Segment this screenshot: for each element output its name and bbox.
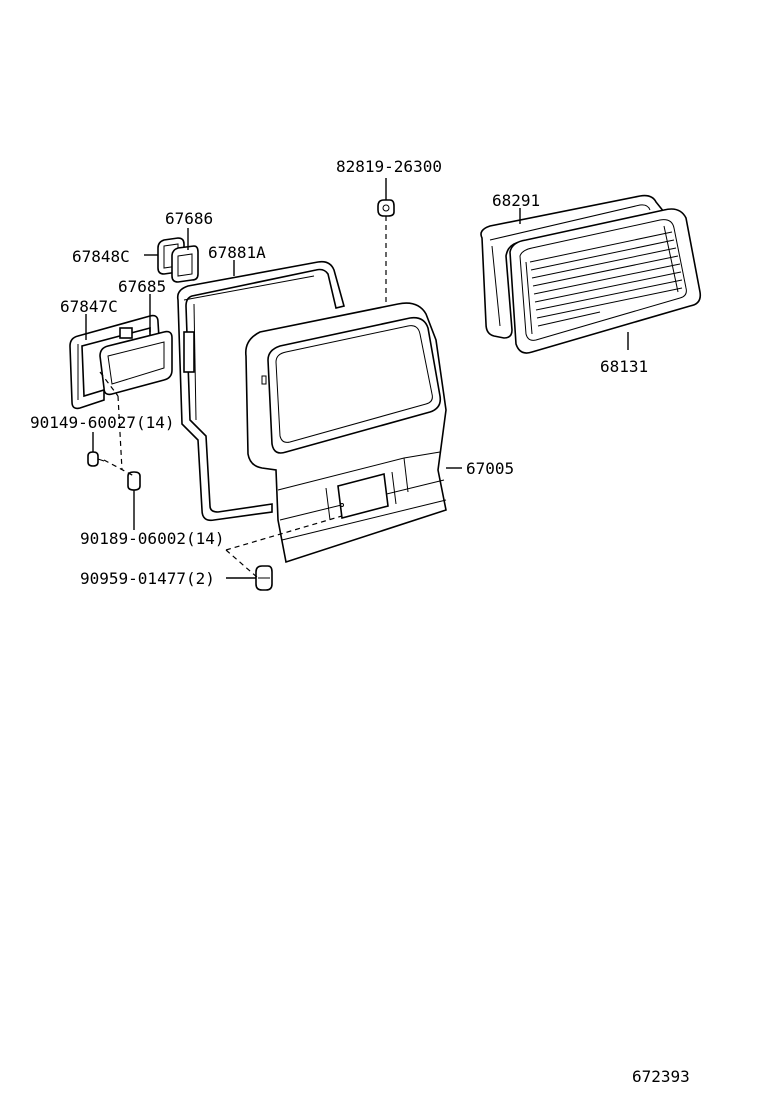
label-90149-60027: 90149-60027(14) bbox=[30, 413, 175, 432]
part-68131-glass[interactable] bbox=[509, 208, 702, 354]
part-67005-back-door[interactable] bbox=[244, 302, 447, 564]
label-67686: 67686 bbox=[165, 209, 213, 228]
part-67881a-weatherstrip[interactable] bbox=[176, 260, 345, 522]
part-90149-screw[interactable] bbox=[87, 451, 105, 467]
part-90189-clip[interactable] bbox=[127, 471, 141, 491]
label-68131: 68131 bbox=[600, 357, 648, 376]
diagram-id: 672393 bbox=[632, 1067, 690, 1086]
label-82819-26300: 82819-26300 bbox=[336, 157, 442, 176]
label-90189-06002: 90189-06002(14) bbox=[80, 529, 225, 548]
label-90959-01477: 90959-01477(2) bbox=[80, 569, 215, 588]
label-67881a: 67881A bbox=[208, 243, 266, 262]
label-67685: 67685 bbox=[118, 277, 166, 296]
part-68291-gasket[interactable] bbox=[480, 194, 666, 339]
part-82819-clip[interactable] bbox=[377, 199, 395, 217]
defogger-lines bbox=[525, 225, 683, 335]
part-90959-clip[interactable] bbox=[255, 565, 273, 591]
assembly-lines bbox=[99, 216, 387, 579]
part-67685-panel[interactable] bbox=[99, 330, 173, 396]
part-labels: 82819-26300 68291 67686 67848C 67881A 67… bbox=[30, 157, 690, 1086]
label-67005: 67005 bbox=[466, 459, 514, 478]
label-67847c: 67847C bbox=[60, 297, 118, 316]
part-67847c-panel[interactable] bbox=[69, 314, 161, 410]
leader-lines bbox=[85, 178, 629, 579]
label-67848c: 67848C bbox=[72, 247, 130, 266]
label-68291: 68291 bbox=[492, 191, 540, 210]
part-67686-cover[interactable] bbox=[171, 245, 199, 283]
